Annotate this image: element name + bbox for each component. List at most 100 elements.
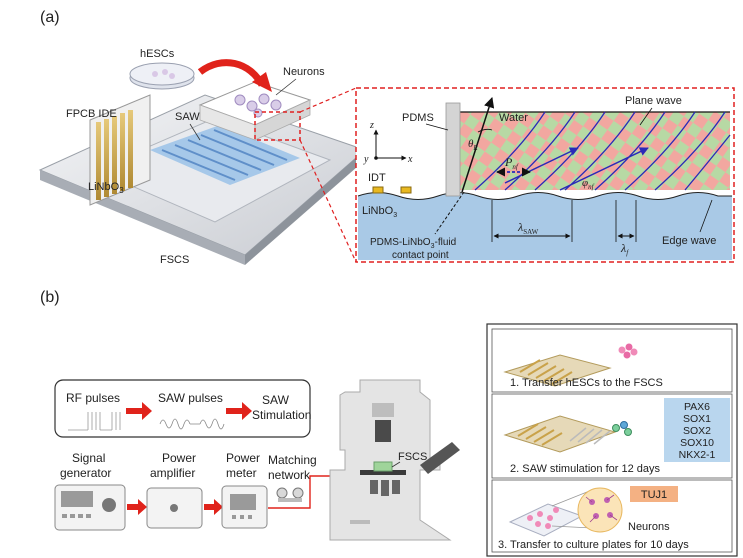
- hescs-dish-top: [129, 62, 195, 86]
- label-power-amplifier-l1: Power: [162, 451, 196, 465]
- leaky-wave-arrow: [461, 96, 495, 193]
- arrow-saw-to-stim: [226, 402, 252, 420]
- step1-idt-fingers: [519, 359, 573, 385]
- label-saw: SAW: [175, 111, 200, 123]
- marker-nkx2-1: NKX2-1: [679, 449, 716, 461]
- propagation-arrow-1: [504, 147, 579, 184]
- panel-label-a: (a): [40, 9, 60, 26]
- label-neurons: Neurons: [283, 66, 325, 78]
- fscs-on-stage: [373, 461, 393, 472]
- protocol-steps-panel: 1. Transfer hESCs to the FSCS PAX6 SOX1 …: [486, 323, 738, 557]
- zoom-source-box: [254, 111, 301, 141]
- propagation-arrow-2: [559, 147, 649, 191]
- microscope-eyepiece: [420, 442, 460, 474]
- step3-plate-cells: [527, 507, 559, 529]
- label-plane-wave: Plane wave: [625, 95, 682, 107]
- label-linbo3-inset: LiNbO3: [362, 205, 397, 219]
- power-meter-screen: [230, 494, 256, 510]
- microscope-stage: [360, 470, 406, 475]
- label-matching-network-l2: network: [268, 468, 311, 482]
- label-rf-pulses: RF pulses: [66, 391, 120, 405]
- marker-sox1: SOX1: [683, 413, 711, 425]
- microscope-condenser: [372, 403, 394, 417]
- leader-saw: [189, 123, 201, 141]
- arrow-rf-to-saw: [126, 402, 152, 420]
- label-lambda-f: λf: [620, 241, 629, 257]
- label-theta-r: θR: [468, 138, 478, 152]
- leader-edge-wave: [699, 199, 713, 233]
- water-interference-region: [450, 112, 730, 190]
- power-meter: [221, 485, 268, 529]
- label-signal-generator-l2: generator: [60, 466, 111, 480]
- step1-device: [503, 354, 612, 387]
- label-p-nf: Pnf: [504, 155, 519, 171]
- label-linbo3: LiNbO3: [88, 181, 124, 195]
- step1-frame: [491, 328, 733, 393]
- surface-wave: [357, 192, 732, 200]
- signal-generator-screen: [61, 491, 93, 507]
- pulse-box-frame: [54, 379, 311, 438]
- pdms-wall: [445, 102, 461, 197]
- label-matching-network-l1: Matching: [268, 453, 317, 467]
- rf-pulse-trace: [68, 412, 121, 431]
- leader-plane-wave: [639, 107, 653, 126]
- marker-sox10: SOX10: [680, 437, 714, 449]
- label-step2: 2. SAW stimulation for 12 days: [510, 463, 660, 475]
- label-axis-x: x: [407, 154, 413, 165]
- pulse-sequence-box: RF pulses SAW pulses SAW Stimulation: [54, 379, 311, 438]
- label-axis-y: y: [363, 154, 369, 165]
- power-amplifier-knob: [170, 504, 178, 512]
- label-saw-stim-line1: SAW: [262, 393, 290, 407]
- label-power-amplifier-l2: amplifier: [150, 466, 195, 480]
- label-lambda-saw: λSAW: [517, 220, 539, 236]
- label-step1: 1. Transfer hESCs to the FSCS: [510, 377, 663, 389]
- label-saw-stim-line2: Stimulation: [252, 408, 311, 422]
- label-hescs: hESCs: [140, 48, 175, 60]
- step2-saw-lines: [569, 427, 611, 445]
- step2-cells: [612, 421, 632, 436]
- arrow-amp-to-meter: [204, 499, 223, 515]
- tuj1-box: [630, 486, 678, 502]
- microscope-objective-top: [375, 420, 391, 442]
- microscope-body: [329, 379, 452, 541]
- label-contact-point-line1: PDMS-LiNbO3-fluid: [370, 237, 456, 250]
- transfer-arrow-head: [252, 72, 272, 92]
- label-step3-neurons: Neurons: [628, 521, 670, 533]
- label-power-meter-l2: meter: [226, 466, 257, 480]
- panel-label-b: (b): [40, 289, 60, 306]
- saw-wave-stripes: [150, 125, 300, 185]
- zoom-line-top: [299, 87, 357, 113]
- idt-pad-2: [400, 186, 412, 194]
- saw-pulse-trace: [159, 418, 225, 430]
- step3-neurons: [585, 494, 618, 523]
- device-illustration: [38, 59, 366, 265]
- plane-wave-lines: [474, 111, 731, 191]
- step2-idt-fingers: [517, 423, 563, 446]
- label-axis-z: z: [369, 120, 374, 131]
- label-saw-pulses: SAW pulses: [158, 391, 223, 405]
- signal-generator-knob: [102, 498, 116, 512]
- contact-leader: [434, 191, 465, 235]
- zoom-line-bottom: [299, 139, 357, 263]
- marker-box: [664, 398, 730, 462]
- label-phi-nf: φnf: [582, 177, 595, 191]
- idt-pad-1: [372, 186, 384, 194]
- signal-generator: [54, 484, 126, 531]
- label-step3: 3. Transfer to culture plates for 10 day…: [498, 539, 689, 551]
- step3-neuron-zoom: [577, 487, 623, 533]
- fpcb-ide-fingers: [96, 110, 133, 200]
- label-tuj1: TUJ1: [641, 489, 667, 501]
- label-fscs: FSCS: [160, 254, 189, 266]
- label-fscs-microscope: FSCS: [398, 451, 427, 463]
- label-idt: IDT: [368, 172, 386, 184]
- label-fpcb-ide: FPCB IDE: [66, 108, 117, 120]
- marker-sox2: SOX2: [683, 425, 711, 437]
- arrow-gen-to-amp: [127, 499, 147, 515]
- label-contact-point-line2: contact point: [392, 250, 449, 261]
- label-power-meter-l1: Power: [226, 451, 260, 465]
- inverted-microscope: [329, 379, 460, 541]
- step1-hescs-cluster: [618, 343, 638, 359]
- label-water: Water: [499, 112, 528, 124]
- leader-neurons: [275, 78, 297, 96]
